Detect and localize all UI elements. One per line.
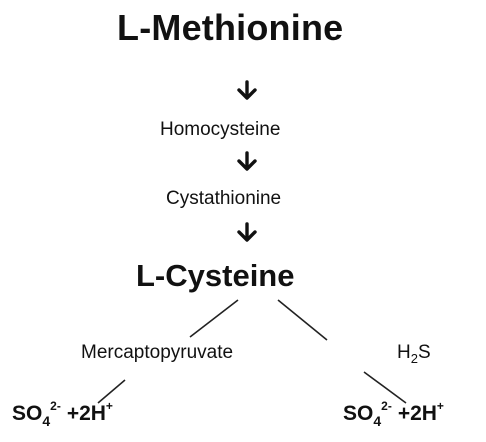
connector-hub-to-h2s [277, 299, 328, 341]
sulfate-left-protons: +2H [66, 402, 106, 425]
down-arrow-icon [237, 80, 257, 100]
sulfate-left-proton-charge: + [105, 399, 113, 413]
sulfate-right-charge: 2- [381, 399, 392, 413]
sulfate-right-protons: +2H [397, 402, 437, 425]
node-homocysteine: Homocysteine [160, 119, 281, 140]
node-l-cysteine: L-Cysteine [136, 258, 295, 293]
sulfate-left-charge: 2- [50, 399, 61, 413]
sulfate-left-base: SO [12, 402, 43, 425]
connector-hub-to-mercaptopyruvate [189, 299, 239, 338]
connector-h2s-to-sulfate [363, 371, 407, 404]
node-mercaptopyruvate: Mercaptopyruvate [81, 342, 234, 363]
node-sulfate-left: SO42- +2H+ [12, 400, 113, 428]
h2s-subscript: 2 [410, 351, 418, 366]
node-cystathionine: Cystathionine [166, 188, 282, 209]
sulfate-right-base: SO [343, 402, 374, 425]
down-arrow-icon [237, 222, 257, 242]
h2s-tail: S [417, 342, 431, 363]
h2s-base: H [397, 342, 411, 363]
node-h2s: H2S [397, 342, 431, 365]
connector-mercaptopyruvate-to-sulfate [97, 379, 126, 404]
sulfate-right-proton-charge: + [436, 399, 444, 413]
sulfate-left-subscript: 4 [42, 413, 51, 429]
sulfate-right-subscript: 4 [373, 413, 382, 429]
node-l-methionine: L-Methionine [117, 7, 344, 48]
node-sulfate-right: SO42- +2H+ [343, 400, 444, 428]
down-arrow-icon [237, 151, 257, 171]
